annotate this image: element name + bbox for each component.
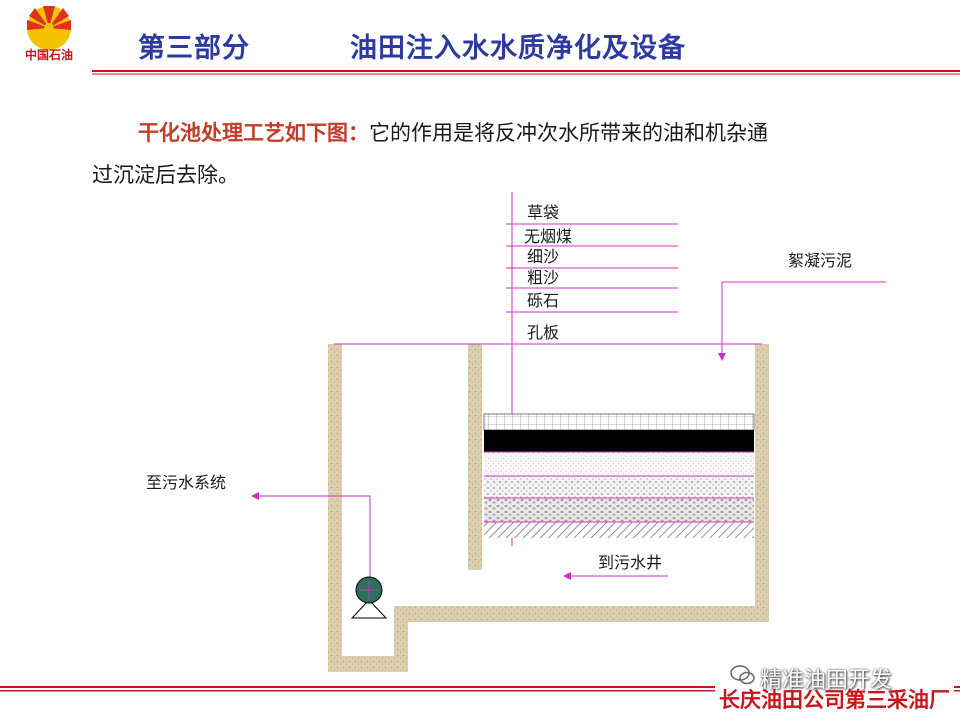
sump-bottom-wall bbox=[328, 656, 408, 672]
layer-straw-bag bbox=[483, 413, 755, 431]
intro-paragraph: 干化池处理工艺如下图：它的作用是将反冲次水所带来的油和机杂通 过沉淀后去除。 bbox=[92, 112, 912, 196]
intro-highlight: 干化池处理工艺如下图： bbox=[138, 120, 369, 145]
footer-rule bbox=[0, 686, 960, 692]
watermark-text: 精准油田开发 bbox=[760, 668, 893, 693]
layer-gravel bbox=[484, 498, 754, 522]
divider-wall bbox=[468, 344, 482, 570]
left-outer-wall bbox=[328, 344, 342, 672]
header-rule bbox=[92, 70, 960, 75]
petrochina-logo-icon bbox=[27, 6, 71, 50]
intro-line1: 它的作用是将反冲次水所带来的油和机杂通 bbox=[369, 121, 768, 145]
pool-bottom-wall bbox=[408, 606, 769, 622]
layer-anthracite bbox=[484, 430, 754, 452]
label-to-sewage-well: 到污水井 bbox=[598, 553, 662, 572]
pump-icon bbox=[350, 576, 388, 619]
layer-fine-sand bbox=[484, 452, 754, 476]
wechat-icon bbox=[730, 665, 755, 685]
label-gravel: 砾石 bbox=[527, 291, 559, 310]
sump-inner-wall bbox=[394, 606, 408, 672]
footer-company: 长庆油田公司第三采油厂 bbox=[715, 684, 954, 714]
label-anthracite: 无烟煤 bbox=[524, 227, 572, 246]
label-straw-bag: 草袋 bbox=[527, 203, 559, 222]
section-part-label: 第三部分 bbox=[138, 33, 250, 64]
right-outer-wall bbox=[755, 344, 769, 622]
layer-perforated-plate bbox=[484, 522, 754, 538]
label-perforated-plate: 孔板 bbox=[527, 323, 559, 342]
logo-text: 中国石油 bbox=[24, 48, 73, 62]
label-flocculated-sludge: 絮凝污泥 bbox=[788, 251, 852, 270]
page-title: 油田注入水水质净化及设备 bbox=[350, 33, 686, 64]
intro-line2: 过沉淀后去除。 bbox=[92, 163, 239, 187]
label-fine-sand: 细沙 bbox=[527, 247, 559, 266]
layer-coarse-sand bbox=[484, 476, 754, 498]
label-to-sewage-system: 至污水系统 bbox=[146, 473, 226, 492]
label-coarse-sand: 粗沙 bbox=[527, 268, 559, 287]
